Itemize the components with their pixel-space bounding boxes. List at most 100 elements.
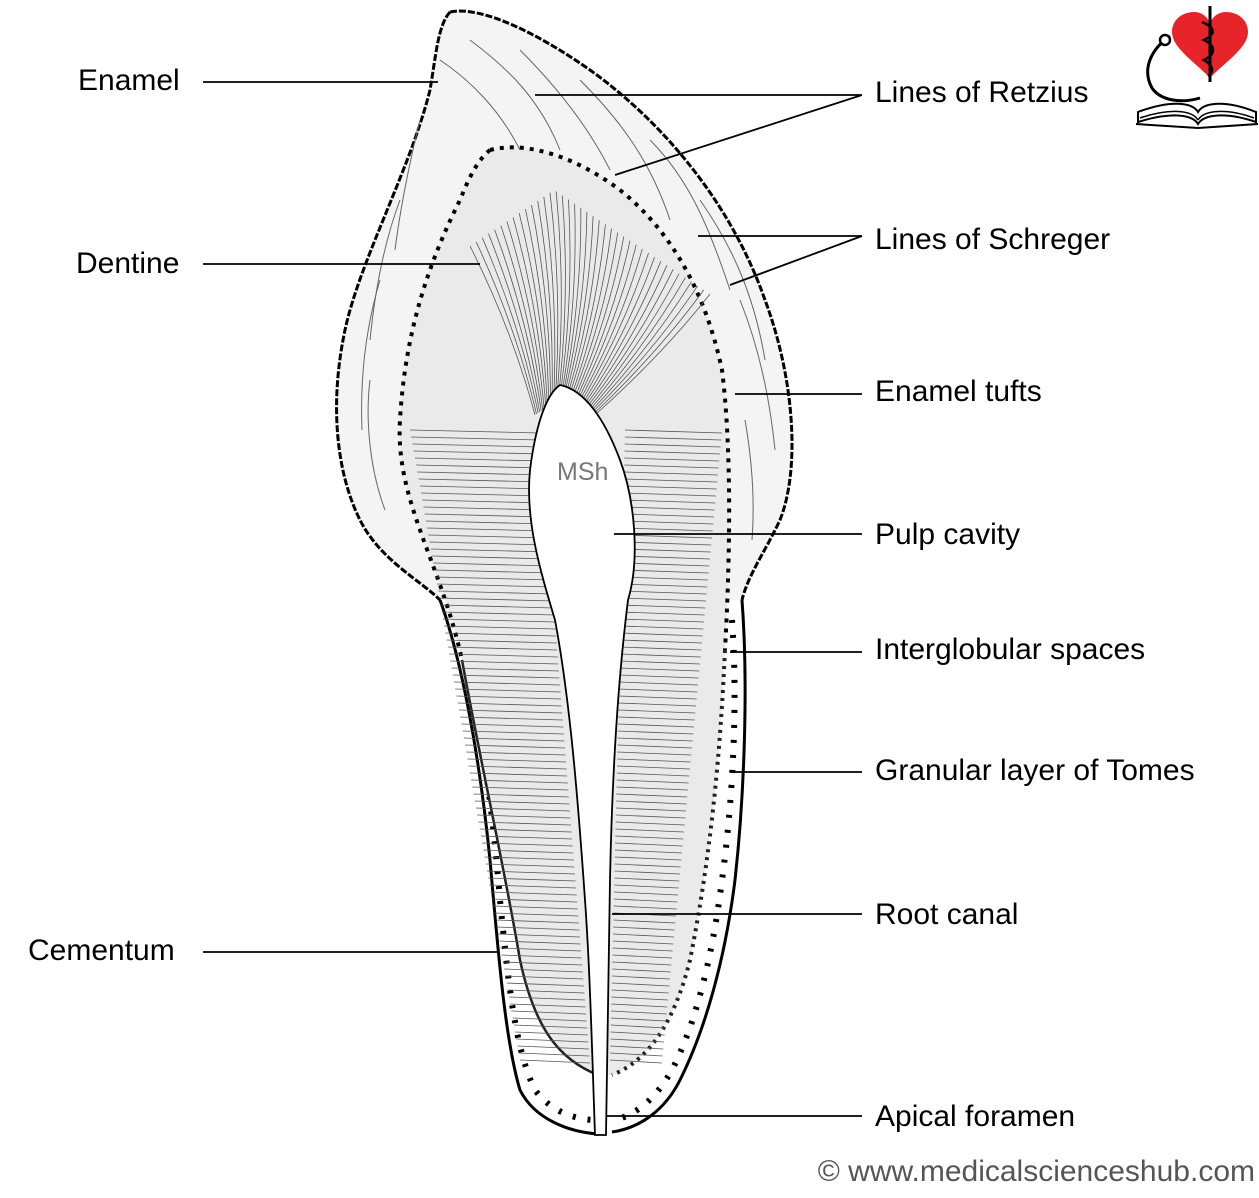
dentinal-tubule-stroke (450, 660, 559, 665)
dentinal-tubule-stroke (414, 457, 543, 462)
dentinal-tubule-stroke (571, 232, 619, 400)
dentinal-tubule-stroke (615, 807, 687, 812)
dentinal-tubule-stroke (439, 597, 554, 602)
crown-outline (449, 9, 794, 601)
dentinal-tubule-stroke (619, 639, 703, 644)
label-root-canal: Root canal (875, 898, 1019, 931)
dentinal-tubule-stroke (618, 716, 695, 721)
dentinal-tubule-stroke (434, 569, 552, 574)
dentinal-tubule-stroke (583, 265, 668, 409)
dentinal-tubule-stroke (477, 814, 571, 819)
dentinal-tubule-stroke (614, 884, 679, 889)
dentinal-tubule-stroke (610, 1017, 667, 1022)
label-enamel-tufts: Enamel tufts (875, 375, 1042, 408)
dentinal-tubule-stroke (613, 898, 678, 903)
dentinal-tubule-stroke (621, 583, 708, 588)
dentinal-tubule-stroke (453, 681, 561, 686)
dentinal-tubule-stroke (433, 562, 551, 567)
dentinal-tubule-stroke (483, 849, 574, 854)
dentinal-tubule-stroke (460, 716, 563, 721)
dentinal-tubule-stroke (430, 548, 550, 553)
dentinal-tubule-stroke (620, 597, 707, 602)
dentinal-tubule-stroke (611, 1003, 668, 1008)
dentinal-tubule-stroke (594, 293, 711, 416)
dentinal-tubule-stroke (496, 926, 580, 931)
dentinal-tubule-stroke (622, 548, 711, 553)
dentinal-tubule-stroke (429, 541, 549, 546)
dentinal-tubule-stroke (517, 1045, 589, 1050)
dentinal-tubule-stroke (610, 1031, 665, 1036)
cementum-dots-right (614, 619, 738, 1123)
dentinal-tubule-stroke (617, 751, 692, 756)
dentinal-tubule-stroke (613, 919, 676, 924)
dentinal-tubule-stroke (445, 632, 557, 637)
dentinal-tubule-stroke (616, 772, 690, 777)
dentinal-tubule-stroke (462, 730, 564, 735)
dentinal-tubule-stroke (516, 1038, 589, 1043)
label-lines-of-schreger: Lines of Schreger (875, 223, 1111, 256)
dentinal-tubule-stroke (624, 450, 721, 455)
dentinal-tubule-stroke (518, 1052, 590, 1057)
dentinal-tubule-stroke (493, 905, 578, 910)
dentinal-tubule-stroke (614, 877, 680, 882)
root-outline-right (611, 599, 747, 1134)
dentinal-tubule-stroke (416, 464, 543, 469)
dentinal-tubule-stroke (615, 814, 686, 819)
dentinal-tubule-stroke (471, 779, 568, 784)
dentinal-tubule-stroke (422, 499, 546, 504)
dentinal-tubule-stroke (574, 240, 631, 402)
dentinal-tubule-stroke (619, 646, 702, 651)
dentinal-tubule-stroke (468, 765, 567, 770)
dentinal-tubule-stroke (467, 758, 567, 763)
dentinal-tubule-stroke (488, 233, 540, 412)
dentinal-tubule-stroke (624, 457, 720, 462)
dentinal-tubule-stroke (612, 947, 673, 952)
dentinal-tubule-stroke (463, 737, 565, 742)
dentinal-tubule-stroke (512, 1017, 587, 1022)
dentinal-tubule-stroke (508, 996, 586, 1001)
dentinal-tubule-stroke (562, 207, 582, 397)
dentinal-tubule-stroke (624, 429, 723, 434)
dentinal-tubule-stroke (457, 702, 562, 707)
dentinal-tubule-stroke (582, 261, 662, 408)
dentinal-tubule-stroke (580, 256, 655, 407)
dentinal-tubule-stroke (620, 611, 705, 616)
leader-lines (203, 81, 863, 1117)
watermark-msh: MSh (557, 458, 608, 486)
dentinal-tubule-stroke (610, 1038, 665, 1043)
dentinal-tubule-stroke (489, 884, 577, 889)
dentinal-tubule-stroke (417, 471, 544, 476)
dentinal-tubule-stroke (563, 211, 588, 396)
dentinal-tubule-stroke (480, 835, 573, 840)
dentinal-tubule-stroke (616, 765, 691, 770)
dentinal-tubule-stroke (623, 478, 718, 483)
dentinal-tubule-stroke (495, 919, 579, 924)
dentinal-tubule-stroke (413, 450, 542, 455)
dentinal-tubule-stroke (619, 660, 701, 665)
dentinal-tubule-stroke (614, 856, 682, 861)
dentinal-tubule-stroke (573, 236, 625, 401)
cementum-dots-left (452, 619, 593, 1123)
dentinal-tubule-stroke (621, 590, 707, 595)
label-granular-layer-of-tomes: Granular layer of Tomes (875, 754, 1195, 787)
dentinal-tubule-stroke (622, 534, 713, 539)
dentinal-tubules-hatching (409, 191, 723, 1064)
dentinal-tubule-stroke (537, 200, 553, 404)
dentinal-tubule-stroke (500, 225, 544, 410)
open-book-icon (1137, 102, 1257, 126)
dentinal-tubule-stroke (444, 625, 556, 630)
leader-retzius-b (614, 94, 863, 176)
dentinal-tubule-stroke (623, 499, 716, 504)
dentinal-tubule-stroke (490, 891, 577, 896)
dentinal-tubule-stroke (473, 793, 569, 798)
dentinal-tubule-stroke (440, 604, 554, 609)
label-dentine: Dentine (76, 247, 180, 280)
dentinal-tubule-stroke (472, 786, 569, 791)
dentinal-tubule-stroke (461, 723, 564, 728)
dentinal-tubule-stroke (511, 1010, 587, 1015)
dentinal-tubule-stroke (612, 933, 675, 938)
dentinal-tubule-stroke (451, 667, 559, 672)
dentinal-tubule-stroke (616, 779, 689, 784)
label-enamel: Enamel (78, 64, 180, 97)
